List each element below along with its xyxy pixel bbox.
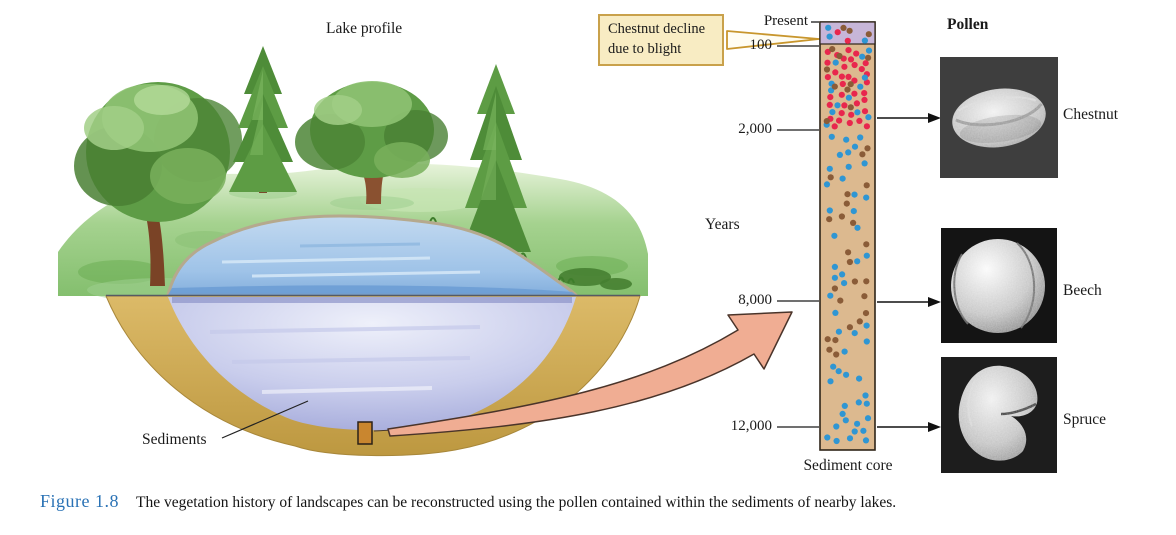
core-pollen-dots: [823, 24, 873, 445]
callout-box: Chestnut decline due to blight: [598, 14, 724, 66]
tree-deciduous-2: [295, 81, 448, 204]
sediments-label: Sediments: [142, 431, 207, 448]
figure-caption-text: The vegetation history of landscapes can…: [136, 494, 897, 511]
pollen-label-chestnut: Chestnut: [1063, 106, 1119, 123]
years-axis-label: Years: [705, 216, 740, 233]
pollen-label-spruce: Spruce: [1063, 411, 1107, 428]
pollen-micrograph-beech: [941, 228, 1057, 343]
core-body: [819, 21, 876, 451]
pollen-arrows: [877, 113, 941, 432]
pollen-micrograph-spruce: [941, 357, 1057, 473]
extraction-arrow: [387, 311, 793, 437]
tree-deciduous-1: [74, 82, 242, 286]
sediment-core-column: [819, 21, 876, 451]
tree-conifer-2: [461, 64, 531, 276]
year-label-100: 100: [749, 37, 773, 53]
year-label-12000: 12,000: [730, 418, 772, 434]
callout-text: Chestnut decline due to blight: [608, 21, 706, 58]
figure-caption-row: Figure 1.8 The vegetation history of lan…: [40, 491, 1160, 512]
pollen-arrow-beech: [877, 297, 941, 307]
pollen-header: Pollen: [947, 16, 989, 33]
lake-surface: [166, 214, 578, 297]
year-label-present: Present: [763, 13, 808, 29]
lake-cross-section: [168, 297, 576, 431]
pollen-micrograph-chestnut: [940, 57, 1058, 178]
pollen-label-beech: Beech: [1063, 282, 1102, 299]
pollen-arrow-spruce: [877, 422, 941, 432]
year-label-2000: 2,000: [738, 121, 772, 137]
lake-profile-title: Lake profile: [326, 20, 403, 37]
figure-label: Figure 1.8: [40, 491, 119, 511]
sediment-core-label: Sediment core: [803, 457, 893, 474]
year-label-8000: 8,000: [738, 292, 772, 308]
figure-diagram: Lake profile Chestnut decline due to bli…: [58, 13, 1119, 474]
year-tick-marks: [777, 21, 819, 428]
callout-pointer: [726, 30, 820, 50]
lake-profile-illustration: [58, 46, 648, 457]
pollen-arrow-chestnut: [877, 113, 941, 123]
diagram-canvas: [58, 21, 1058, 473]
tree-conifer-1: [229, 46, 297, 193]
sediments-leader-line: [221, 400, 309, 439]
